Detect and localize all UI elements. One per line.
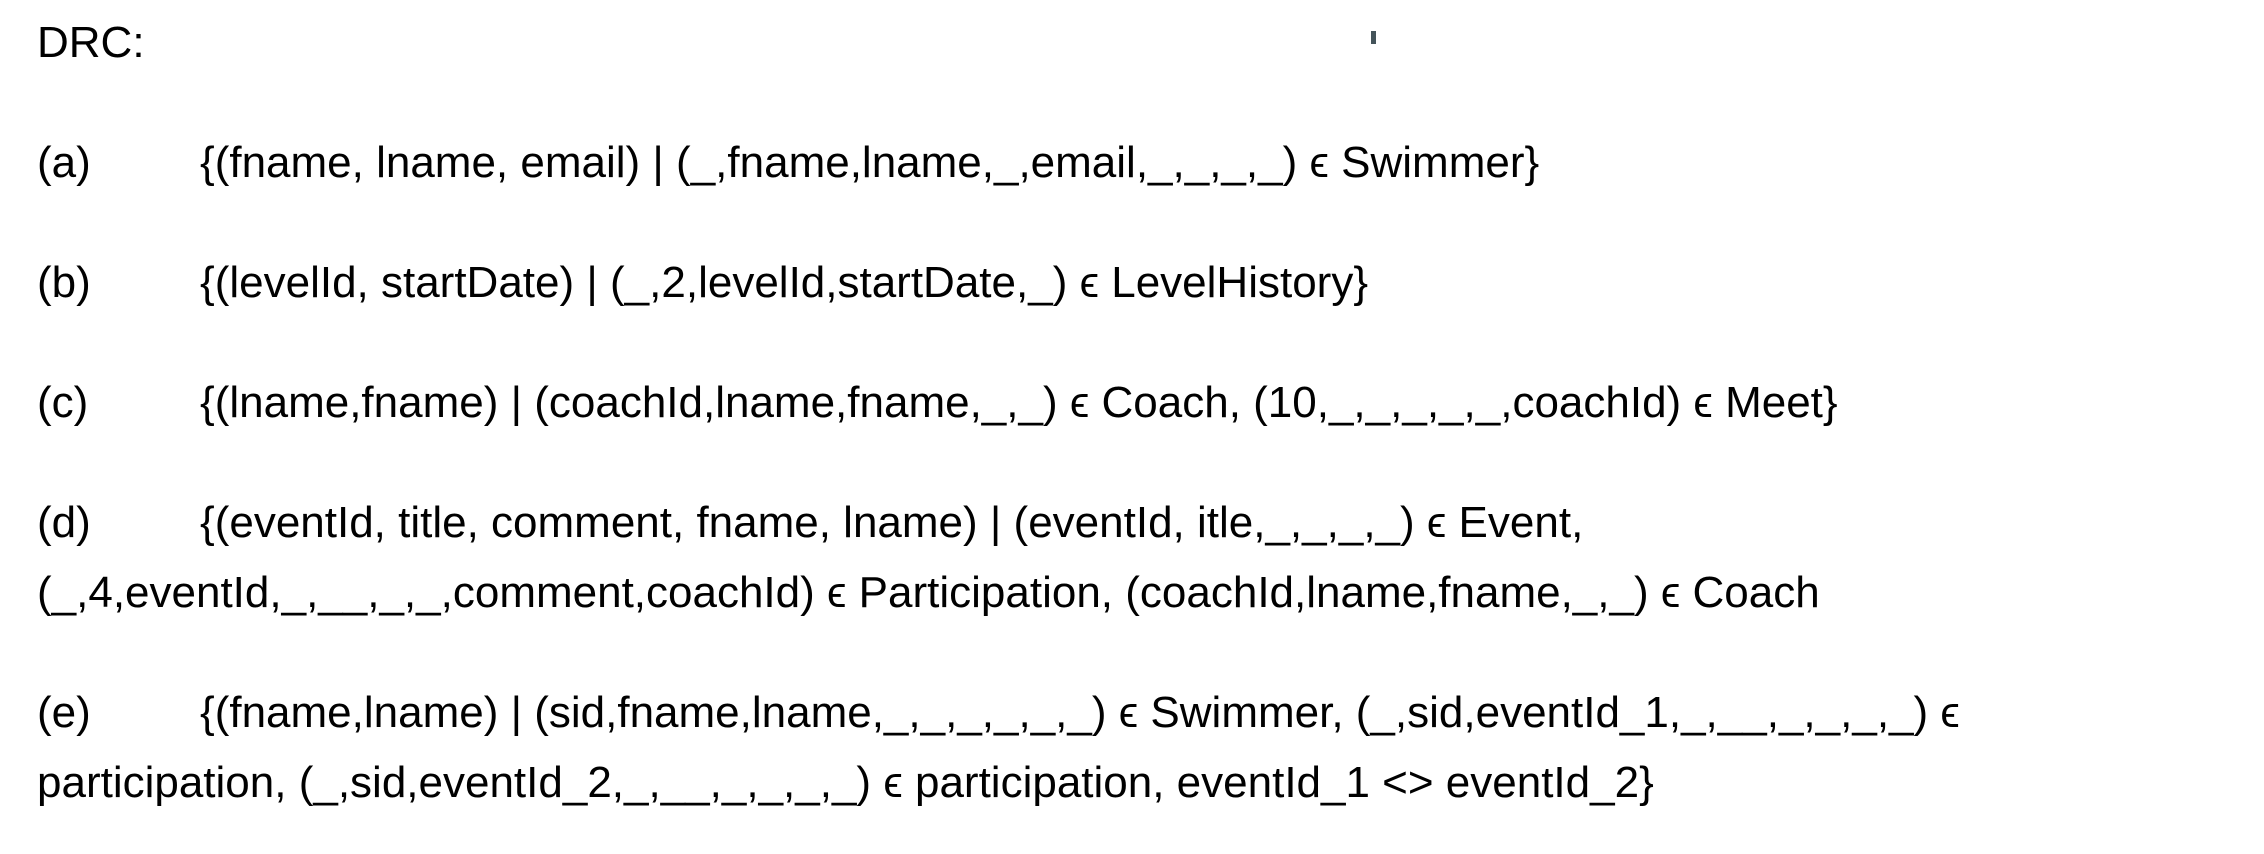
drc-item-e-line-1: (e) {(fname,lname) | (sid,fname,lname,_,_… xyxy=(37,678,2264,748)
drc-item-b-line-1: (b) {(levelId, startDate) | (_,2,levelId,… xyxy=(37,248,2264,318)
item-e-expression-line-1: {(fname,lname) | (sid,fname,lname,_,_,_,… xyxy=(200,688,1960,737)
drc-item-d-line-1: (d) {(eventId, title, comment, fname, lna… xyxy=(37,488,2264,558)
item-e-label: (e) xyxy=(37,688,91,737)
stray-mark xyxy=(1371,31,1376,44)
drc-item-c-line-1: (c) {(lname,fname) | (coachId,lname,fname… xyxy=(37,368,2264,438)
item-a-label: (a) xyxy=(37,138,91,187)
item-b-expression: {(levelId, startDate) | (_,2,levelId,sta… xyxy=(200,258,1369,307)
item-d-expression-line-1: {(eventId, title, comment, fname, lname)… xyxy=(200,498,1584,547)
drc-item-b: (b) {(levelId, startDate) | (_,2,levelId,… xyxy=(37,248,2264,318)
item-d-label: (d) xyxy=(37,498,91,547)
item-e-expression-line-2: participation, (_,sid,eventId_2,_,__,_,_… xyxy=(37,758,1654,807)
item-c-expression: {(lname,fname) | (coachId,lname,fname,_,… xyxy=(200,378,1838,427)
item-d-expression-line-2: (_,4,eventId,_,__,_,_,comment,coachId) ϵ… xyxy=(37,568,1820,617)
item-c-label: (c) xyxy=(37,378,89,427)
item-a-expression: {(fname, lname, email) | (_,fname,lname,… xyxy=(200,138,1540,187)
drc-item-e: (e) {(fname,lname) | (sid,fname,lname,_,_… xyxy=(37,678,2264,818)
drc-item-c: (c) {(lname,fname) | (coachId,lname,fname… xyxy=(37,368,2264,438)
drc-item-d-line-2: (_,4,eventId,_,__,_,_,comment,coachId) ϵ… xyxy=(37,558,2264,628)
drc-item-a-line-1: (a) {(fname, lname, email) | (_,fname,lna… xyxy=(37,128,2264,198)
drc-item-d: (d) {(eventId, title, comment, fname, lna… xyxy=(37,488,2264,628)
drc-item-e-line-2: participation, (_,sid,eventId_2,_,__,_,_… xyxy=(37,748,2264,818)
page-title: DRC: xyxy=(37,18,145,67)
item-b-label: (b) xyxy=(37,258,91,307)
drc-item-a: (a) {(fname, lname, email) | (_,fname,lna… xyxy=(37,128,2264,198)
